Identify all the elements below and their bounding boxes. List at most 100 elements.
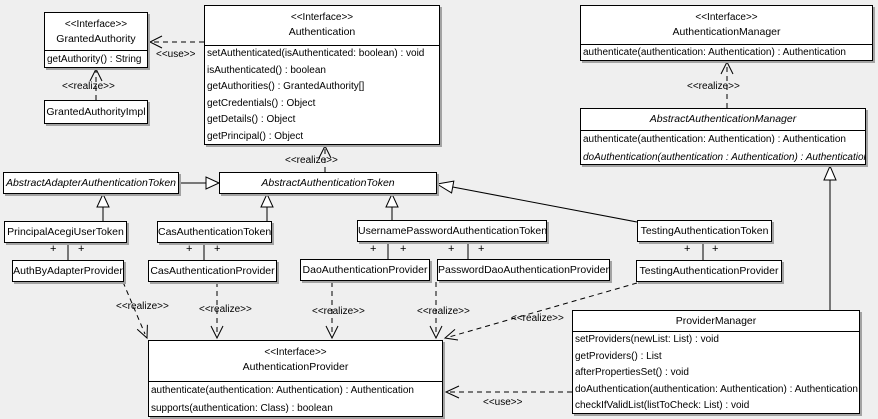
class-header: <<Interface>> GrantedAuthority bbox=[45, 13, 147, 51]
class-header: CasAuthenticationToken bbox=[158, 222, 271, 242]
stereotype: <<Interface>> bbox=[695, 12, 758, 23]
edge-generalization-usernamepassword-token-to-abstract-token bbox=[385, 192, 399, 220]
class-header: <<Interface>> AuthenticationManager bbox=[581, 6, 872, 45]
class-name: AuthenticationManager bbox=[672, 26, 781, 38]
multiplicity-plus: + bbox=[78, 243, 85, 255]
class-cas-authentication-provider: CasAuthenticationProvider bbox=[148, 260, 277, 282]
class-granted-authority: <<Interface>> GrantedAuthority getAuthor… bbox=[44, 12, 148, 68]
member: supports(authentication: Class) : boolea… bbox=[151, 402, 333, 414]
class-name: AbstractAdapterAuthenticationToken bbox=[5, 177, 177, 189]
class-header: TestingAuthenticationProvider bbox=[637, 261, 781, 281]
class-abstract-authentication-token: AbstractAuthenticationToken bbox=[219, 172, 437, 194]
multiplicity-plus: + bbox=[400, 243, 407, 255]
edge-generalization-testing-token-to-abstract-token bbox=[435, 180, 638, 223]
class-header: <<Interface>> Authentication bbox=[205, 6, 439, 46]
class-header: DaoAuthenticationProvider bbox=[301, 260, 429, 280]
member: afterPropertiesSet() : void bbox=[575, 367, 689, 378]
class-name: TestingAuthenticationProvider bbox=[639, 265, 779, 277]
member: getDetails() : Object bbox=[207, 114, 296, 126]
class-name: TestingAuthenticationToken bbox=[640, 225, 769, 237]
member: setAuthenticated(isAuthenticated: boolea… bbox=[207, 48, 425, 59]
class-cas-authentication-token: CasAuthenticationToken bbox=[157, 221, 272, 243]
member: authenticate(authentication: Authenticat… bbox=[151, 385, 414, 396]
class-header: AbstractAdapterAuthenticationToken bbox=[4, 173, 178, 193]
edge-realize-authbyadapter-to-authenticationprovider bbox=[122, 281, 148, 340]
edge-generalization-principal-token-to-adapter-token bbox=[96, 192, 110, 221]
multiplicity-plus: + bbox=[50, 243, 57, 255]
class-name: UsernamePasswordAuthenticationToken bbox=[358, 225, 546, 237]
edge-generalization-cas-token-to-abstract-token bbox=[260, 192, 274, 221]
member: isAuthenticated() : boolean bbox=[207, 64, 326, 76]
member: setProviders(newList: List) : void bbox=[575, 334, 719, 345]
class-name: AbstractAuthenticationToken bbox=[261, 177, 395, 189]
edge-label-realize: <<realize>> bbox=[62, 81, 115, 92]
class-testing-authentication-token: TestingAuthenticationToken bbox=[637, 220, 772, 242]
edge-realize-passworddao-provider-to-authenticationprovider bbox=[429, 282, 443, 340]
class-name: Authentication bbox=[288, 26, 356, 38]
class-name: GrantedAuthorityImpl bbox=[46, 106, 146, 118]
edge-realize-abstract-manager-to-authenticationmanager bbox=[720, 60, 734, 108]
class-header: TestingAuthenticationToken bbox=[638, 221, 771, 241]
edge-generalization-providermanager-to-abstract-authentication-manager bbox=[823, 164, 837, 310]
class-username-password-authentication-token: UsernamePasswordAuthenticationToken bbox=[357, 220, 547, 242]
member: authenticate(authentication: Authenticat… bbox=[583, 47, 846, 58]
class-header: UsernamePasswordAuthenticationToken bbox=[358, 221, 546, 241]
class-name: AbstractAuthenticationManager bbox=[649, 113, 797, 125]
edge-realize-cas-provider-to-authenticationprovider bbox=[210, 282, 224, 340]
multiplicity-plus: + bbox=[370, 243, 377, 255]
member: checkIfValidList(listToCheck: List) : vo… bbox=[575, 400, 750, 411]
class-header: PrincipalAcegiUserToken bbox=[5, 222, 126, 242]
class-abstract-adapter-authentication-token: AbstractAdapterAuthenticationToken bbox=[3, 172, 179, 194]
class-header: CasAuthenticationProvider bbox=[149, 261, 276, 281]
edge-label-realize: <<realize>> bbox=[687, 81, 740, 92]
edge-realize-abstract-token-to-authentication bbox=[318, 144, 332, 172]
stereotype: <<Interface>> bbox=[290, 12, 354, 23]
class-header: AbstractAuthenticationManager bbox=[581, 109, 865, 131]
edge-generalization-adapter-token-to-abstract-token bbox=[179, 176, 221, 190]
class-granted-authority-impl: GrantedAuthorityImpl bbox=[44, 100, 148, 124]
edge-label-realize: <<realize>> bbox=[312, 306, 365, 317]
class-provider-manager: ProviderManager setProviders(newList: Li… bbox=[572, 310, 860, 414]
member: getAuthorities() : GrantedAuthority[] bbox=[207, 81, 365, 93]
class-name: GrantedAuthority bbox=[56, 33, 136, 45]
member: doAuthentication(authentication : Authen… bbox=[583, 151, 865, 163]
multiplicity-plus: + bbox=[684, 243, 691, 255]
class-header: GrantedAuthorityImpl bbox=[45, 101, 147, 123]
edge-label-use: <<use>> bbox=[156, 49, 196, 60]
member: authenticate(authentication: Authenticat… bbox=[583, 134, 846, 145]
class-header: PasswordDaoAuthenticationProvider bbox=[438, 260, 609, 280]
class-header: AbstractAuthenticationToken bbox=[220, 173, 436, 193]
class-name: PasswordDaoAuthenticationProvider bbox=[438, 264, 609, 276]
edge-realize-testing-provider-to-authenticationprovider bbox=[443, 282, 638, 341]
class-name: PrincipalAcegiUserToken bbox=[7, 226, 124, 238]
edge-label-realize: <<realize>> bbox=[511, 313, 564, 324]
edge-label-realize: <<realize>> bbox=[417, 306, 470, 317]
class-auth-by-adapter-provider: AuthByAdapterProvider bbox=[12, 260, 124, 282]
class-testing-authentication-provider: TestingAuthenticationProvider bbox=[636, 260, 782, 282]
stereotype: <<Interface>> bbox=[64, 19, 128, 30]
multiplicity-plus: + bbox=[214, 243, 221, 255]
class-header: AuthByAdapterProvider bbox=[13, 261, 123, 281]
edge-label-realize: <<realize>> bbox=[116, 301, 169, 312]
class-name: DaoAuthenticationProvider bbox=[302, 264, 428, 276]
edge-label-use: <<use>> bbox=[483, 397, 523, 408]
class-abstract-authentication-manager: AbstractAuthenticationManager authentica… bbox=[580, 108, 866, 165]
member: doAuthentication(authentication: Authent… bbox=[575, 383, 858, 395]
edge-realize-dao-provider-to-authenticationprovider bbox=[325, 282, 339, 340]
class-principal-acegi-user-token: PrincipalAcegiUserToken bbox=[4, 221, 127, 243]
edge-label-realize: <<realize>> bbox=[285, 155, 338, 166]
edge-use-authentication-to-grantedauthority bbox=[148, 35, 204, 49]
edge-use-providermanager-to-authenticationprovider bbox=[444, 385, 572, 399]
class-password-dao-authentication-provider: PasswordDaoAuthenticationProvider bbox=[437, 259, 610, 281]
class-authentication: <<Interface>> Authentication setAuthenti… bbox=[204, 5, 440, 145]
class-header: ProviderManager bbox=[573, 311, 859, 332]
class-name: AuthByAdapterProvider bbox=[13, 265, 123, 277]
class-authentication-manager: <<Interface>> AuthenticationManager auth… bbox=[580, 5, 873, 61]
stereotype: <<Interface>> bbox=[264, 347, 327, 358]
class-dao-authentication-provider: DaoAuthenticationProvider bbox=[300, 259, 430, 281]
edge-realize-grantedauthorityimpl bbox=[89, 67, 103, 100]
member: getAuthority() : String bbox=[47, 54, 142, 65]
multiplicity-plus: + bbox=[186, 243, 193, 255]
member: getCredentials() : Object bbox=[207, 97, 316, 109]
